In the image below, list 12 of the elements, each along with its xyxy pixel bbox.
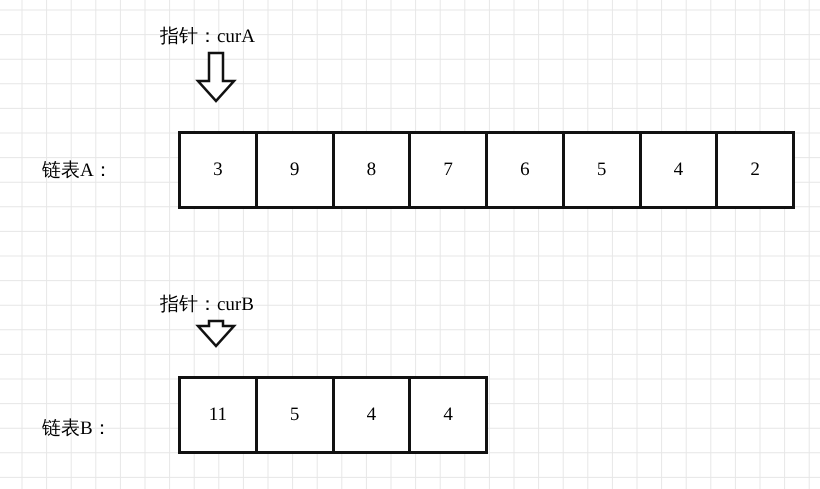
list-name-label: 链表B： [42, 417, 112, 441]
pointer-label: 指针：curA [150, 22, 290, 50]
list-cell: 2 [715, 131, 795, 209]
hollow-down-arrow [195, 52, 237, 103]
list-name-label: 链表A： [42, 159, 113, 183]
pointer-label: 指针：curB [150, 290, 290, 318]
list-cell: 4 [408, 376, 488, 454]
list-cell: 7 [408, 131, 488, 209]
hollow-down-arrow [195, 320, 237, 348]
list-cell: 3 [178, 131, 258, 209]
list-cell: 11 [178, 376, 258, 454]
list-cell: 6 [485, 131, 565, 209]
